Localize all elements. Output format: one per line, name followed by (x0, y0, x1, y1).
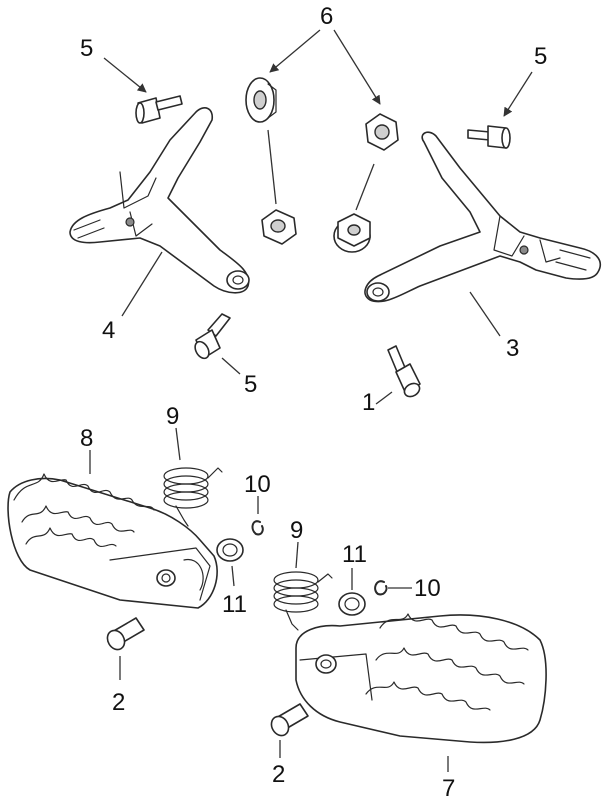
label-5-lower-left: 5 (244, 371, 257, 398)
label-9-right: 9 (290, 517, 303, 544)
label-1: 1 (362, 389, 375, 416)
flange-nut-upper-right (365, 113, 399, 151)
bolt-1 (387, 345, 421, 398)
leader-lines (89, 29, 533, 772)
label-11-right: 11 (342, 541, 367, 568)
label-10-left: 10 (244, 471, 271, 498)
label-6: 6 (320, 3, 333, 30)
bolt-lower-left (194, 313, 231, 360)
label-11-left: 11 (222, 591, 247, 618)
spring-right (273, 571, 333, 631)
clip-right (374, 580, 388, 596)
label-2-left: 2 (112, 689, 125, 716)
label-4: 4 (102, 317, 115, 344)
footpeg-bracket-right (364, 131, 602, 303)
pin-right (270, 703, 309, 737)
clip-left (251, 520, 264, 536)
flange-nut-upper-left (245, 77, 277, 123)
washer-right (338, 592, 366, 616)
label-5-top-left: 5 (80, 35, 93, 62)
flange-nut-lower-left (261, 209, 297, 245)
pin-left (106, 617, 145, 651)
label-2-right: 2 (272, 761, 285, 788)
label-10-right: 10 (414, 575, 441, 602)
label-5-top-right: 5 (534, 43, 547, 70)
flange-nut-lower-right (333, 213, 371, 253)
label-9-left: 9 (166, 403, 179, 430)
footpeg-bracket-left (69, 107, 250, 294)
label-8: 8 (80, 425, 93, 452)
washer-left (216, 538, 244, 562)
bolt-top-left (135, 95, 183, 124)
footpeg-left (7, 473, 218, 609)
bolt-top-right (467, 125, 511, 149)
spring-left (163, 467, 223, 527)
label-7: 7 (442, 775, 455, 800)
label-3: 3 (506, 335, 519, 362)
footpeg-right (295, 613, 547, 744)
